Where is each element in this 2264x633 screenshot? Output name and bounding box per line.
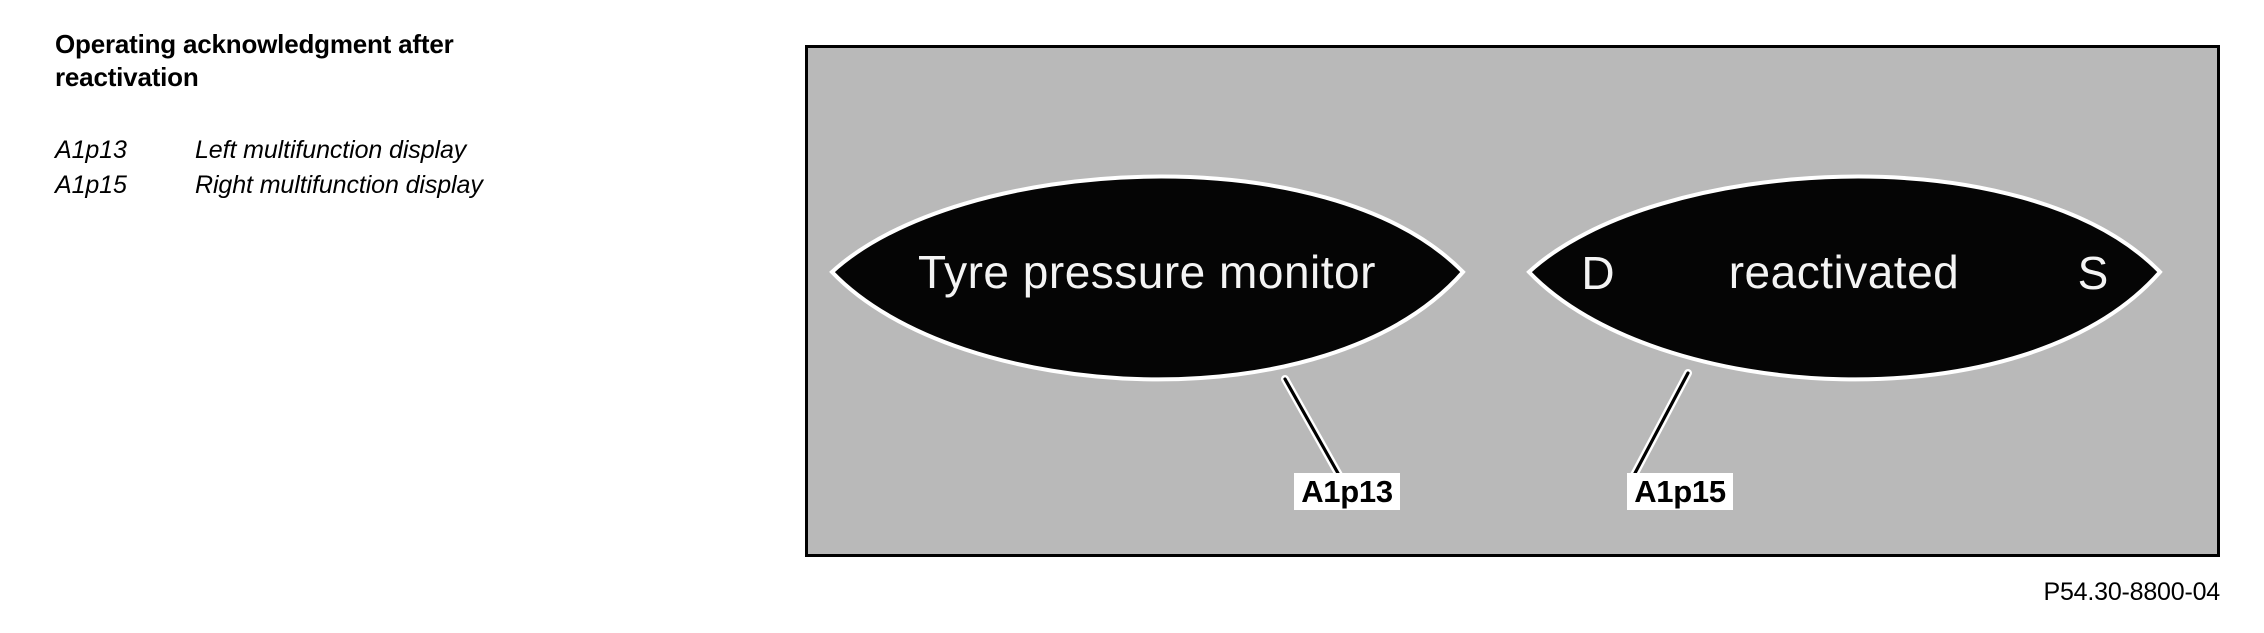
legend-description: Left multifunction display	[195, 136, 467, 164]
callout-a1p13-box	[1294, 473, 1400, 510]
right-display-left-indicator: D	[1581, 247, 1614, 299]
right-multifunction-display: D reactivated S	[1526, 174, 2163, 382]
left-multifunction-display: Tyre pressure monitor	[829, 174, 1466, 382]
right-display-right-indicator: S	[2078, 247, 2109, 299]
left-display-message: Tyre pressure monitor	[918, 246, 1376, 298]
legend-item-a1p13: A1p13 Left multifunction display	[55, 133, 755, 168]
text-column: Operating acknowledgment after reactivat…	[55, 28, 755, 202]
callout-a1p13-label: A1p13	[1301, 474, 1393, 509]
callout-a1p15-label: A1p15	[1634, 474, 1726, 509]
figure-reference-code: P54.30-8800-04	[2043, 578, 2220, 606]
callout-a1p13: A1p13	[1281, 375, 1400, 510]
right-display-message: reactivated	[1729, 246, 1960, 298]
legend-list: A1p13 Left multifunction display A1p15 R…	[55, 133, 755, 202]
figure-illustration: Tyre pressure monitor D reactivated S A1…	[829, 174, 2163, 510]
callout-a1p15: A1p15	[1627, 369, 1733, 510]
left-display-screen	[829, 174, 1466, 382]
legend-key: A1p13	[55, 136, 127, 164]
legend-item-a1p15: A1p15 Right multifunction display	[55, 168, 755, 203]
legend-description: Right multifunction display	[195, 170, 483, 199]
page-title: Operating acknowledgment after reactivat…	[55, 29, 454, 92]
legend-key: A1p15	[55, 170, 127, 199]
right-display-screen	[1526, 174, 2163, 382]
callout-a1p15-leader-line	[1632, 371, 1690, 477]
callout-a1p13-leader-line	[1283, 377, 1341, 477]
callout-a1p15-box	[1627, 473, 1733, 510]
figure-panel: Tyre pressure monitor D reactivated S A1…	[805, 45, 2220, 557]
